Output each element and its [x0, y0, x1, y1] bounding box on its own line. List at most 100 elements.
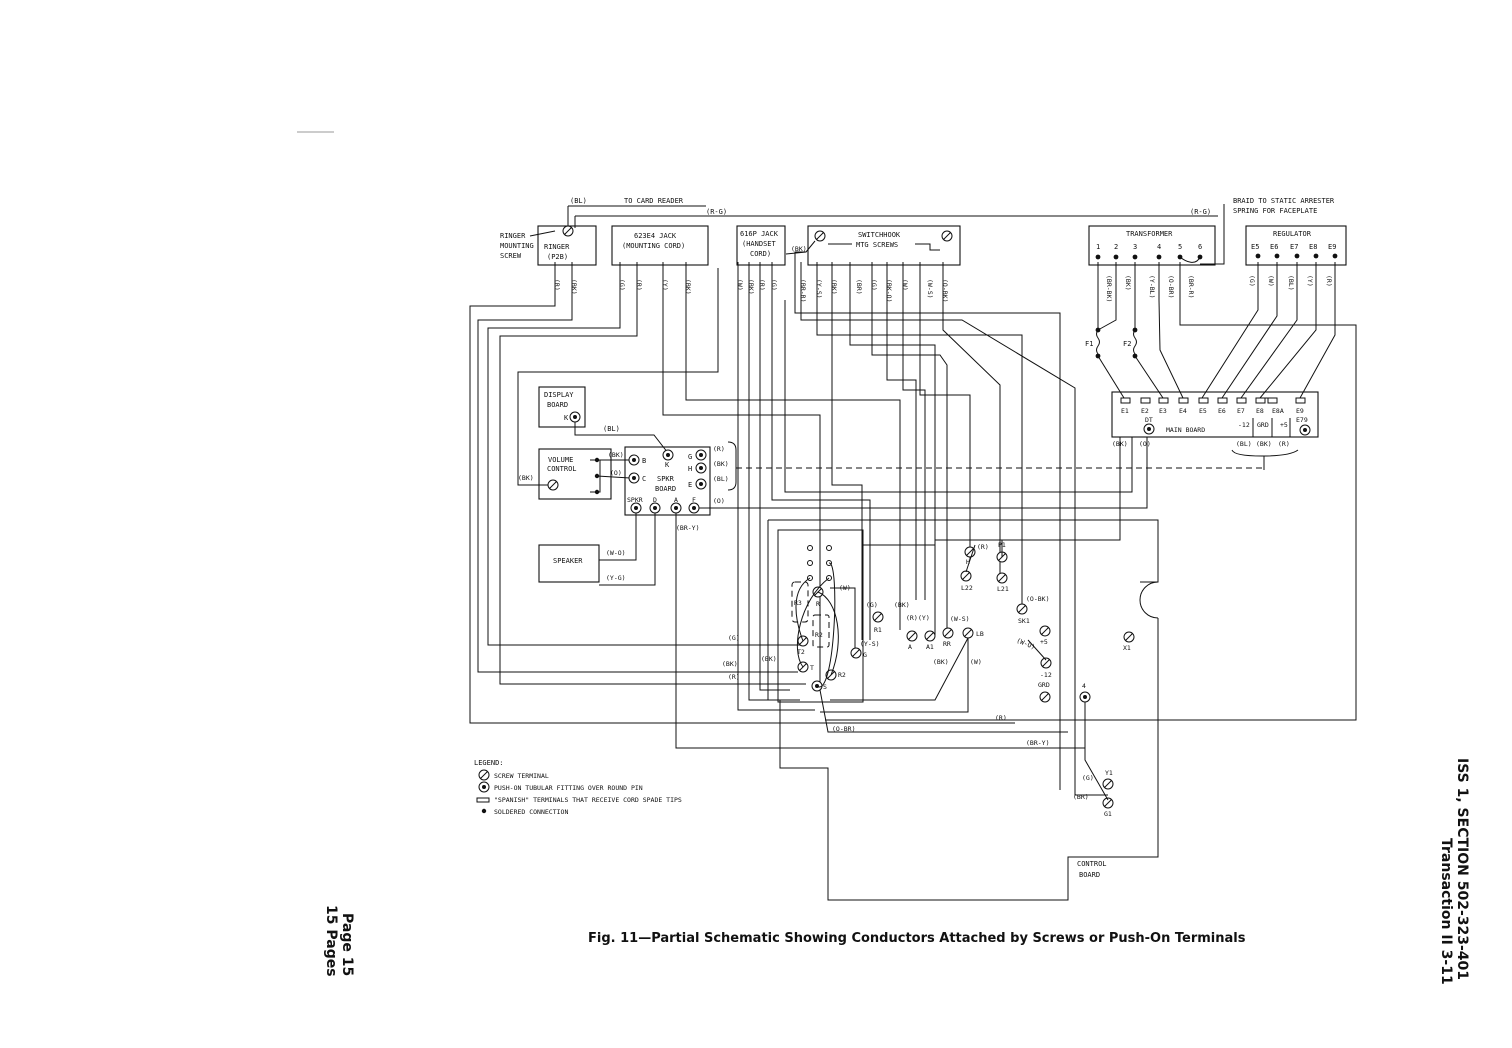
display-board-k: K: [564, 414, 569, 422]
display-board-name: DISPLAY: [544, 391, 574, 399]
cb-wire-wo: (W-O): [1015, 636, 1036, 651]
cb-t: T: [810, 664, 814, 672]
cb-wire-obk: (O-BK): [1026, 595, 1049, 603]
header-section: ISS 1, SECTION 502-323-401: [1454, 758, 1470, 980]
ringer-screw-label-3: SCREW: [500, 252, 522, 260]
speaker-name: SPEAKER: [553, 557, 583, 565]
mb-term-e8: E8: [1256, 407, 1264, 415]
jack-616p-handset: (HANDSET: [742, 240, 777, 248]
cb-p5-screw-icon: [1039, 625, 1051, 637]
cb-m12: -12: [1040, 671, 1052, 679]
spkr-h: H: [688, 465, 692, 473]
cb-p5: +5: [1040, 638, 1048, 646]
legend-item-1: SCREW TERMINAL: [494, 772, 549, 780]
reg-term-e6: E6: [1270, 243, 1278, 251]
cb-l21-screw-icon: [996, 572, 1008, 584]
tr-wire-brbk: (BR-BK): [1105, 275, 1113, 302]
cb-r3: R3: [794, 599, 802, 607]
speaker-box: [538, 544, 600, 583]
spkr-wire-bry: (BR-Y): [676, 524, 699, 532]
mb-name: MAIN BOARD: [1166, 426, 1205, 434]
cb-g-screw-icon: [850, 647, 862, 659]
mb-term-e2: E2: [1141, 407, 1149, 415]
legend-pushon-icon: [478, 781, 490, 793]
display-board-board: BOARD: [547, 401, 568, 409]
main-board-box: [1111, 391, 1319, 438]
cb-lb-screw-icon: [962, 627, 974, 639]
label-bl-card: (BL): [570, 197, 587, 205]
ringer-wire-r: (R): [553, 279, 561, 291]
switchhook-screw-left-icon: [814, 230, 826, 242]
jack-616p-box: [736, 225, 786, 266]
mb-term-e8a: E8A: [1272, 407, 1284, 415]
cb-r: R: [816, 600, 820, 608]
sh-wire-brr: (BR-R): [799, 279, 807, 302]
spkr-label-bottom: SPKR: [627, 496, 643, 504]
cb-wire-obr: (O-BR): [832, 725, 855, 733]
volume-control: CONTROL: [547, 465, 577, 473]
ringer-screw-label-2: MOUNTING: [500, 242, 534, 250]
cb-l21: L21: [997, 585, 1009, 593]
tr-wire-bk: (BK): [1124, 275, 1132, 291]
sh-wire-bk: (BK): [830, 279, 838, 295]
cb-sk1-screw-icon: [1016, 603, 1028, 615]
label-rg-left: (R-G): [706, 208, 727, 216]
control-board-outline: [767, 520, 1159, 901]
cb-four: 4: [1082, 682, 1086, 690]
jack-623e4-cord: (MOUNTING CORD): [622, 242, 685, 250]
tr-wire-ybl: (Y-BL): [1148, 275, 1156, 298]
jack623-wire-r: (R): [635, 279, 643, 291]
display-k-pushon-icon: [569, 411, 581, 423]
cb-g1: G1: [1104, 810, 1112, 818]
fuse-f1: F1: [1085, 340, 1093, 348]
reg-wire-bl: (BL): [1287, 275, 1295, 291]
cb-wire-br: (BR): [1073, 793, 1089, 801]
display-board-box: [538, 386, 586, 428]
reg-wire-g: (G): [1248, 275, 1256, 287]
jack616-wire-g: (G): [770, 279, 778, 291]
spkr-g-pushon-icon: [695, 449, 707, 461]
cb-a1-screw-icon: [924, 630, 936, 642]
cb-sk1: SK1: [1018, 617, 1030, 625]
speaker-wire-yg: (Y-G): [606, 574, 626, 582]
ringer-screw-label-1: RINGER: [500, 232, 526, 240]
sh-wire-ys: (Y-S): [815, 279, 823, 299]
spkr-b: B: [642, 457, 646, 465]
cb-wire-r2: (R): [728, 673, 740, 681]
spkr-board-name: SPKR: [657, 475, 675, 483]
spkr-a-pushon-icon: [670, 502, 682, 514]
mb-dt-pushon-icon: [1143, 423, 1155, 435]
sh-wire-br: (BR): [855, 279, 863, 295]
sh-wire-g: (G): [870, 279, 878, 291]
control-board-board: BOARD: [1079, 871, 1100, 879]
spkr-e: E: [688, 481, 692, 489]
volume-wire-o: (O): [610, 469, 622, 477]
cb-y1-screw-icon: [1102, 778, 1114, 790]
mb-e79-pushon-icon: [1299, 424, 1311, 436]
cb-x1: X1: [1123, 644, 1131, 652]
spkr-c-pushon-icon: [628, 472, 640, 484]
legend-item-4: SOLDERED CONNECTION: [494, 808, 568, 816]
header-transaction: Transaction II 3-11: [1438, 838, 1454, 985]
cb-wire-g3: (G): [1082, 774, 1094, 782]
mb-term-e7: E7: [1237, 407, 1245, 415]
mb-dt: DT: [1145, 416, 1153, 424]
resistor-r3: [791, 581, 809, 623]
transformer-box: [1088, 225, 1216, 266]
jack623-wire-bk: (BK): [684, 279, 692, 295]
legend-title: LEGEND:: [474, 759, 504, 767]
cb-s: S: [823, 683, 827, 691]
cb-wire-r3: (R): [995, 714, 1007, 722]
volume-wire-bk: (BK): [518, 474, 534, 482]
switchhook-screw-right-icon: [941, 230, 953, 242]
mb-wire-bl: (BL): [1236, 440, 1252, 448]
spkr-wire-r: (R): [713, 445, 725, 453]
spkr-wire-o: (O): [713, 497, 725, 505]
mb-minus12: -12: [1238, 421, 1250, 429]
footer-page: Page 15: [339, 913, 355, 976]
transformer-title: TRANSFORMER: [1126, 230, 1173, 238]
jack616-wire-bk: (BK): [747, 279, 755, 295]
cb-t2: T2: [797, 648, 805, 656]
spkr-f-pushon-icon: [688, 502, 700, 514]
